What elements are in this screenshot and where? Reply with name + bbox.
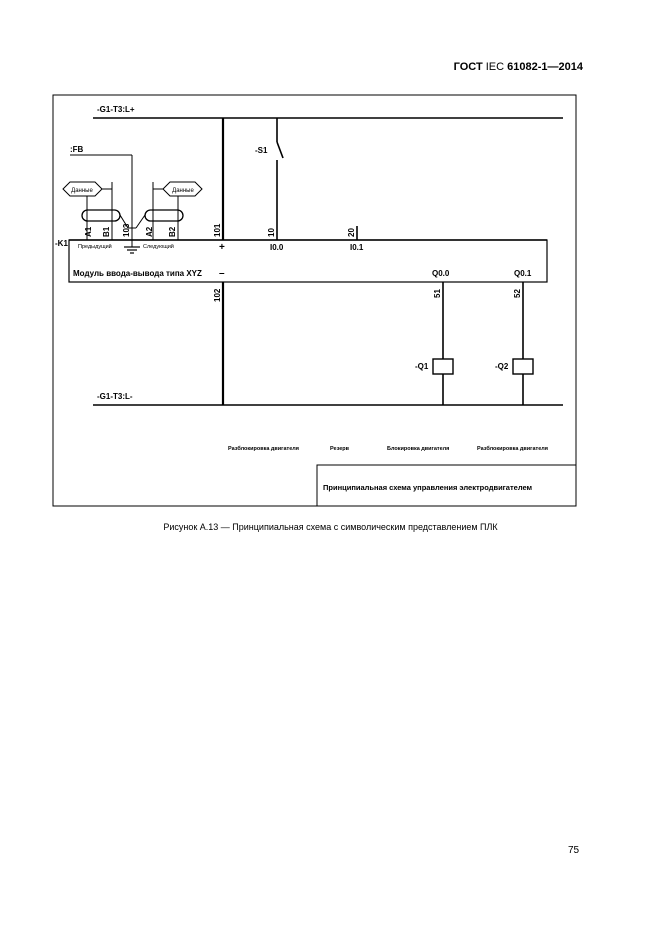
minus-sign: –: [219, 268, 225, 279]
document-header: ГОСТ IEC 61082-1—2014: [454, 61, 583, 73]
func-unlock-1: Разблокировка двигателя: [228, 445, 299, 452]
pin-101: 101: [213, 223, 222, 237]
relay-q2-label: -Q2: [495, 362, 509, 371]
output-q0-0: Q0.0: [432, 269, 450, 278]
diagram-frame: [52, 94, 577, 507]
plus-sign: +: [219, 242, 225, 253]
data-right-arrow: [162, 181, 203, 197]
pin-52: 52: [513, 289, 522, 298]
pin-b2: B2: [168, 226, 177, 237]
next-label: Следующий: [143, 243, 174, 250]
relay-q2-coil: [512, 358, 534, 375]
figure-caption: Рисунок А.13 — Принципиальная схема с си…: [163, 522, 498, 532]
pin-a2: A2: [145, 226, 154, 237]
cable-shield-right: [144, 209, 184, 222]
relay-q1-coil: [432, 358, 454, 375]
pin-103: 103: [122, 223, 131, 237]
input-10-0: I0.0: [270, 243, 284, 252]
title-block-box: [316, 464, 577, 507]
output-q0-1: Q0.1: [514, 269, 532, 278]
data-right-label: Данные: [172, 188, 194, 194]
func-lock: Блокировка двигателя: [387, 446, 449, 452]
pin-b1: B1: [102, 226, 111, 237]
func-unlock-2: Разблокировка двигателя: [477, 445, 548, 452]
standard-prefix: ГОСТ: [453, 61, 483, 73]
pin-51: 51: [433, 289, 442, 298]
pin-10: 10: [267, 228, 276, 237]
module-title: Модуль ввода-вывода типа XYZ: [73, 269, 202, 278]
cable-shield-left: [81, 209, 121, 222]
module-id-label: -K1: [55, 239, 68, 248]
standard-number: 61082-1—2014: [507, 61, 583, 73]
standard-mid: IEC: [485, 61, 505, 73]
pin-20: 20: [347, 228, 356, 237]
shield-tap-right: [135, 214, 146, 229]
data-left-label: Данные: [71, 188, 93, 194]
page-number: 75: [568, 845, 580, 856]
input-10-1: I0.1: [350, 243, 364, 252]
func-reserve: Резерв: [330, 446, 350, 452]
bus-top-label: -G1-T3:L+: [97, 105, 135, 114]
title-block-text: Принципиальная схема управления электрод…: [323, 483, 533, 492]
pin-102: 102: [213, 288, 222, 302]
bus-bottom-label: -G1-T3:L-: [97, 392, 133, 401]
pin-a1: A1: [84, 226, 93, 237]
switch-s1-label: -S1: [255, 146, 268, 155]
fb-label: :FB: [70, 145, 84, 154]
prev-label: Предыдущий: [78, 243, 112, 250]
relay-q1-label: -Q1: [415, 362, 429, 371]
switch-s1-blade: [276, 141, 284, 159]
shield-tap-left: [119, 214, 129, 229]
